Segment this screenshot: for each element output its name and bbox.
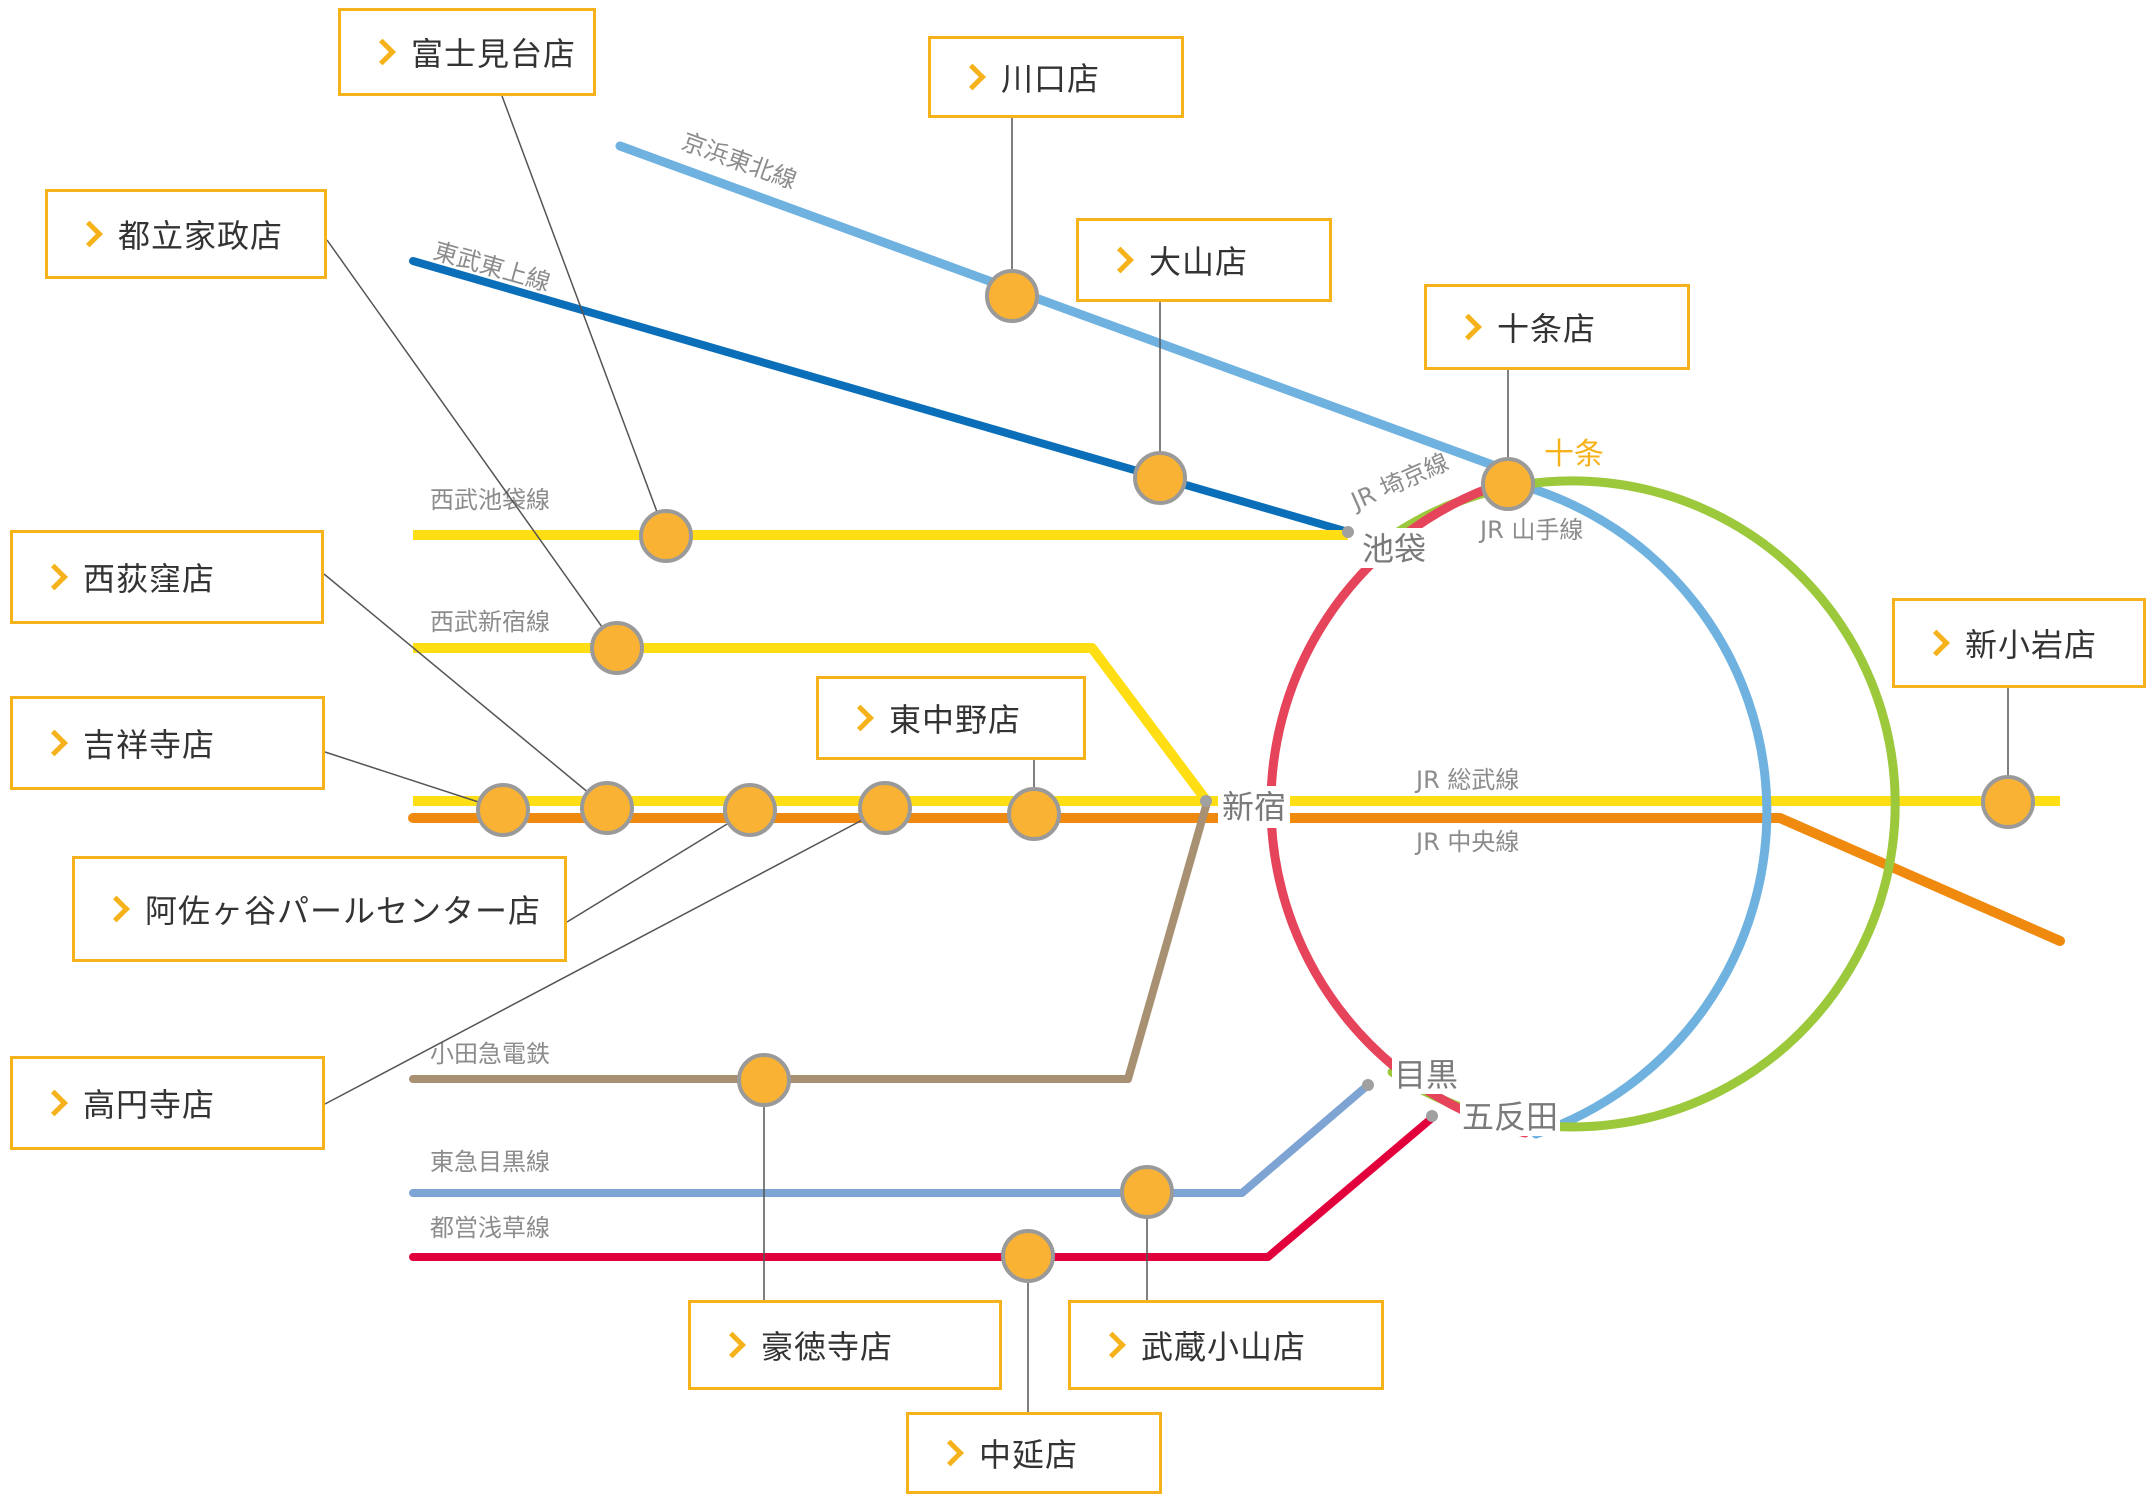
keihin-tohoku-line (615, 141, 1525, 480)
store-name: 都立家政店 (118, 217, 284, 255)
chevron-right-icon (76, 220, 103, 248)
leader-asagaya (566, 809, 751, 923)
leader-koenji (324, 807, 886, 1105)
chevron-right-icon (103, 895, 130, 923)
store-link-koenji[interactable]: 高円寺店 (10, 1056, 325, 1150)
chevron-right-icon (1107, 246, 1134, 274)
station-dot-nishiogikubo[interactable] (580, 781, 634, 835)
station-dot-fujimidai[interactable] (639, 509, 693, 563)
store-link-musashikoyama[interactable]: 武蔵小山店 (1068, 1300, 1384, 1390)
meguro-hub-dot (1362, 1079, 1374, 1091)
leader-kichijoji (324, 751, 504, 811)
store-name: 西荻窪店 (83, 560, 216, 598)
chevron-right-icon (41, 1089, 68, 1117)
store-name: 新小岩店 (1965, 626, 2098, 664)
station-dot-toritsukasei[interactable] (590, 621, 644, 675)
store-name: 吉祥寺店 (83, 726, 216, 764)
ikebukuro-label: 池袋 (1362, 530, 1426, 568)
station-dot-shinkoiwa[interactable] (1981, 775, 2035, 829)
store-link-kichijoji[interactable]: 吉祥寺店 (10, 696, 325, 790)
leader-nishiogikubo (323, 573, 608, 809)
store-link-higashinakano[interactable]: 東中野店 (816, 676, 1086, 760)
chevron-right-icon (1923, 629, 1950, 657)
store-name: 阿佐ヶ谷パールセンター店 (145, 892, 542, 930)
store-name: 東中野店 (889, 701, 1022, 739)
station-dot-nakanobu[interactable] (1001, 1229, 1055, 1283)
ikebukuro-hub-dot (1342, 526, 1354, 538)
station-dot-asagaya[interactable] (723, 783, 777, 837)
leader-toritsukasei (326, 239, 618, 649)
store-name: 豪徳寺店 (761, 1328, 894, 1366)
chevron-right-icon (847, 704, 874, 732)
sobu-label: JR 総武線 (1414, 766, 1519, 794)
keihin-tohoku-loop (1515, 480, 1772, 1139)
station-dot-higashinakano[interactable] (1007, 787, 1061, 841)
store-name: 大山店 (1149, 243, 1249, 281)
leader-fujimidai (501, 95, 667, 537)
store-link-toritsukasei[interactable]: 都立家政店 (45, 189, 327, 279)
tokyu-meguro-line (409, 1081, 1372, 1197)
saikyo-loop (1266, 482, 1530, 1138)
chevron-right-icon (719, 1331, 746, 1359)
jujo-label: 十条 (1544, 437, 1604, 472)
gotanda-hub-dot (1426, 1110, 1438, 1122)
odakyu-label: 小田急電鉄 (430, 1040, 550, 1068)
chevron-right-icon (41, 563, 68, 591)
store-link-nishiogikubo[interactable]: 西荻窪店 (10, 530, 324, 624)
yamanote-loop (1381, 476, 1900, 1132)
gotanda-label: 五反田 (1462, 1098, 1558, 1136)
store-name: 高円寺店 (83, 1086, 216, 1124)
store-name: 富士見台店 (411, 35, 577, 73)
chevron-right-icon (1455, 313, 1482, 341)
keihin-tohoku-label: 京浜東北線 (678, 127, 800, 194)
odakyu-line (409, 802, 1210, 1083)
seibu-ikebukuro-label: 西武池袋線 (430, 486, 550, 514)
store-link-fujimidai[interactable]: 富士見台店 (338, 8, 596, 96)
store-name: 十条店 (1497, 310, 1597, 348)
chevron-right-icon (369, 38, 396, 66)
store-link-kawaguchi[interactable]: 川口店 (928, 36, 1184, 118)
store-link-oyama[interactable]: 大山店 (1076, 218, 1332, 302)
toei-asakusa-line (409, 1114, 1436, 1261)
chuo-label: JR 中央線 (1414, 828, 1519, 856)
station-dot-koenji[interactable] (858, 781, 912, 835)
store-link-asagaya[interactable]: 阿佐ヶ谷パールセンター店 (72, 856, 567, 962)
tobu-tojo-line (409, 257, 1352, 536)
station-dot-kawaguchi[interactable] (985, 269, 1039, 323)
yamanote-label: JR 山手線 (1478, 516, 1583, 544)
store-name: 川口店 (1001, 60, 1101, 98)
station-dot-jujo[interactable] (1481, 457, 1535, 511)
station-dot-oyama[interactable] (1133, 451, 1187, 505)
store-link-shinkoiwa[interactable]: 新小岩店 (1892, 598, 2146, 688)
seibu-shinjuku-line (413, 643, 1210, 803)
store-name: 中延店 (979, 1436, 1079, 1474)
chevron-right-icon (41, 729, 68, 757)
chuo-line (408, 813, 2065, 946)
shinjuku-label: 新宿 (1222, 788, 1286, 826)
seibu-shinjuku-label: 西武新宿線 (430, 608, 550, 636)
station-dot-kichijoji[interactable] (476, 783, 530, 837)
store-link-nakanobu[interactable]: 中延店 (906, 1412, 1162, 1494)
chevron-right-icon (1099, 1331, 1126, 1359)
store-name: 武蔵小山店 (1141, 1328, 1307, 1366)
tokyu-meguro-label: 東急目黒線 (430, 1148, 550, 1176)
shinjuku-hub-dot (1200, 795, 1212, 807)
station-dot-musashikoyama[interactable] (1120, 1165, 1174, 1219)
chevron-right-icon (959, 63, 986, 91)
toei-asakusa-label: 都営浅草線 (430, 1214, 550, 1242)
station-dot-gotokuji[interactable] (737, 1053, 791, 1107)
store-link-jujo[interactable]: 十条店 (1424, 284, 1690, 370)
store-link-gotokuji[interactable]: 豪徳寺店 (688, 1300, 1002, 1390)
chevron-right-icon (937, 1439, 964, 1467)
meguro-label: 目黒 (1394, 1056, 1458, 1094)
